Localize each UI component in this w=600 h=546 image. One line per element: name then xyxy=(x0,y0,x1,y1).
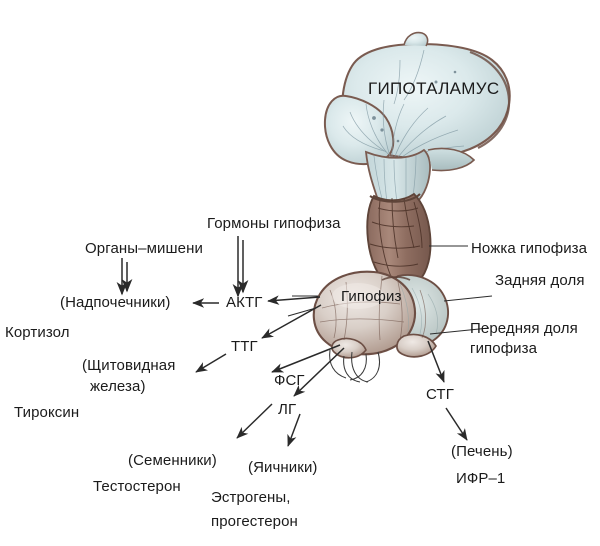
anterior-lobe-label-line2: гипофиза xyxy=(470,340,538,357)
hypothalamus-label: ГИПОТАЛАМУС xyxy=(368,79,500,98)
testosterone-label: Тестостерон xyxy=(93,478,181,495)
fsh-label: ФСГ xyxy=(274,372,305,389)
posterior-lobe-label: Задняя доля xyxy=(495,272,585,289)
hypothalamus-shape xyxy=(323,31,511,166)
estrogens-label-line2: прогестерон xyxy=(211,513,298,530)
pituitary-gland-shape xyxy=(312,270,449,359)
testes-label: (Семенники) xyxy=(128,452,217,469)
estrogens-label-line1: Эстрогены, xyxy=(211,489,291,506)
tsh-label: ТТГ xyxy=(231,338,258,355)
anterior-lobe-label-line1: Передняя доля xyxy=(470,320,578,337)
acth-label: АКТГ xyxy=(226,294,263,311)
adrenals-label: (Надпочечники) xyxy=(60,294,171,311)
cortisol-label: Кортизол xyxy=(5,324,70,341)
lh-label: ЛГ xyxy=(278,401,297,418)
pituitary-stalk-label: Ножка гипофиза xyxy=(471,240,588,257)
gh-label: СТГ xyxy=(426,386,454,403)
target-organs-label: Органы–мишени xyxy=(85,240,203,257)
pituitary-hormones-label: Гормоны гипофиза xyxy=(207,215,341,232)
thyroxine-label: Тироксин xyxy=(14,404,80,421)
thyroid-label-line1: (Щитовидная xyxy=(82,357,176,374)
ovaries-label: (Яичники) xyxy=(248,459,318,476)
thyroid-label-line2: железа) xyxy=(90,378,146,395)
pituitary-label: Гипофиз xyxy=(341,288,402,305)
igf1-label: ИФР–1 xyxy=(456,470,506,487)
liver-label: (Печень) xyxy=(451,443,513,460)
